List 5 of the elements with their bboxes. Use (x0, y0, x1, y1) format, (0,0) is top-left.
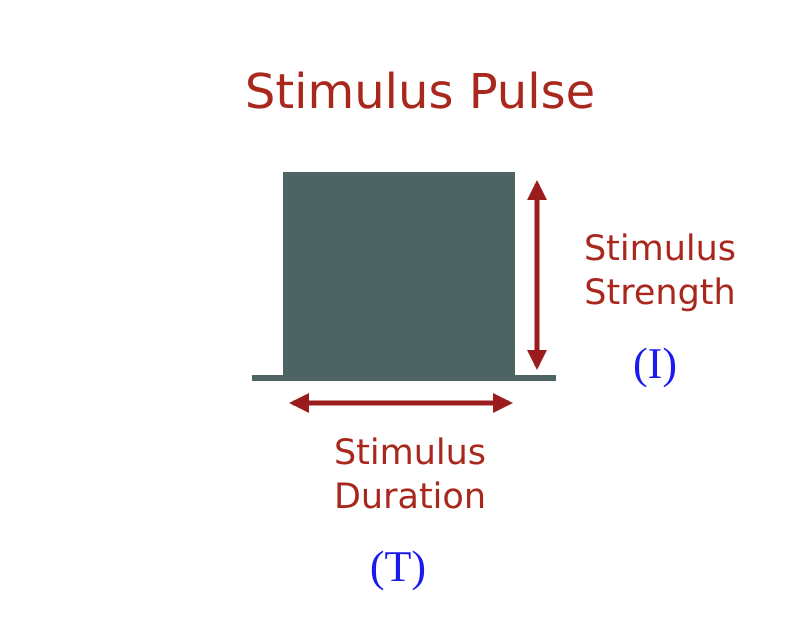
axis-label: Stimulus Strength (582, 228, 738, 315)
axis-label: Stimulus Duration (332, 432, 488, 519)
symbol-label: (I) (632, 340, 678, 388)
symbol-label: (T) (368, 543, 428, 592)
title: Stimulus Pulse (244, 63, 596, 122)
